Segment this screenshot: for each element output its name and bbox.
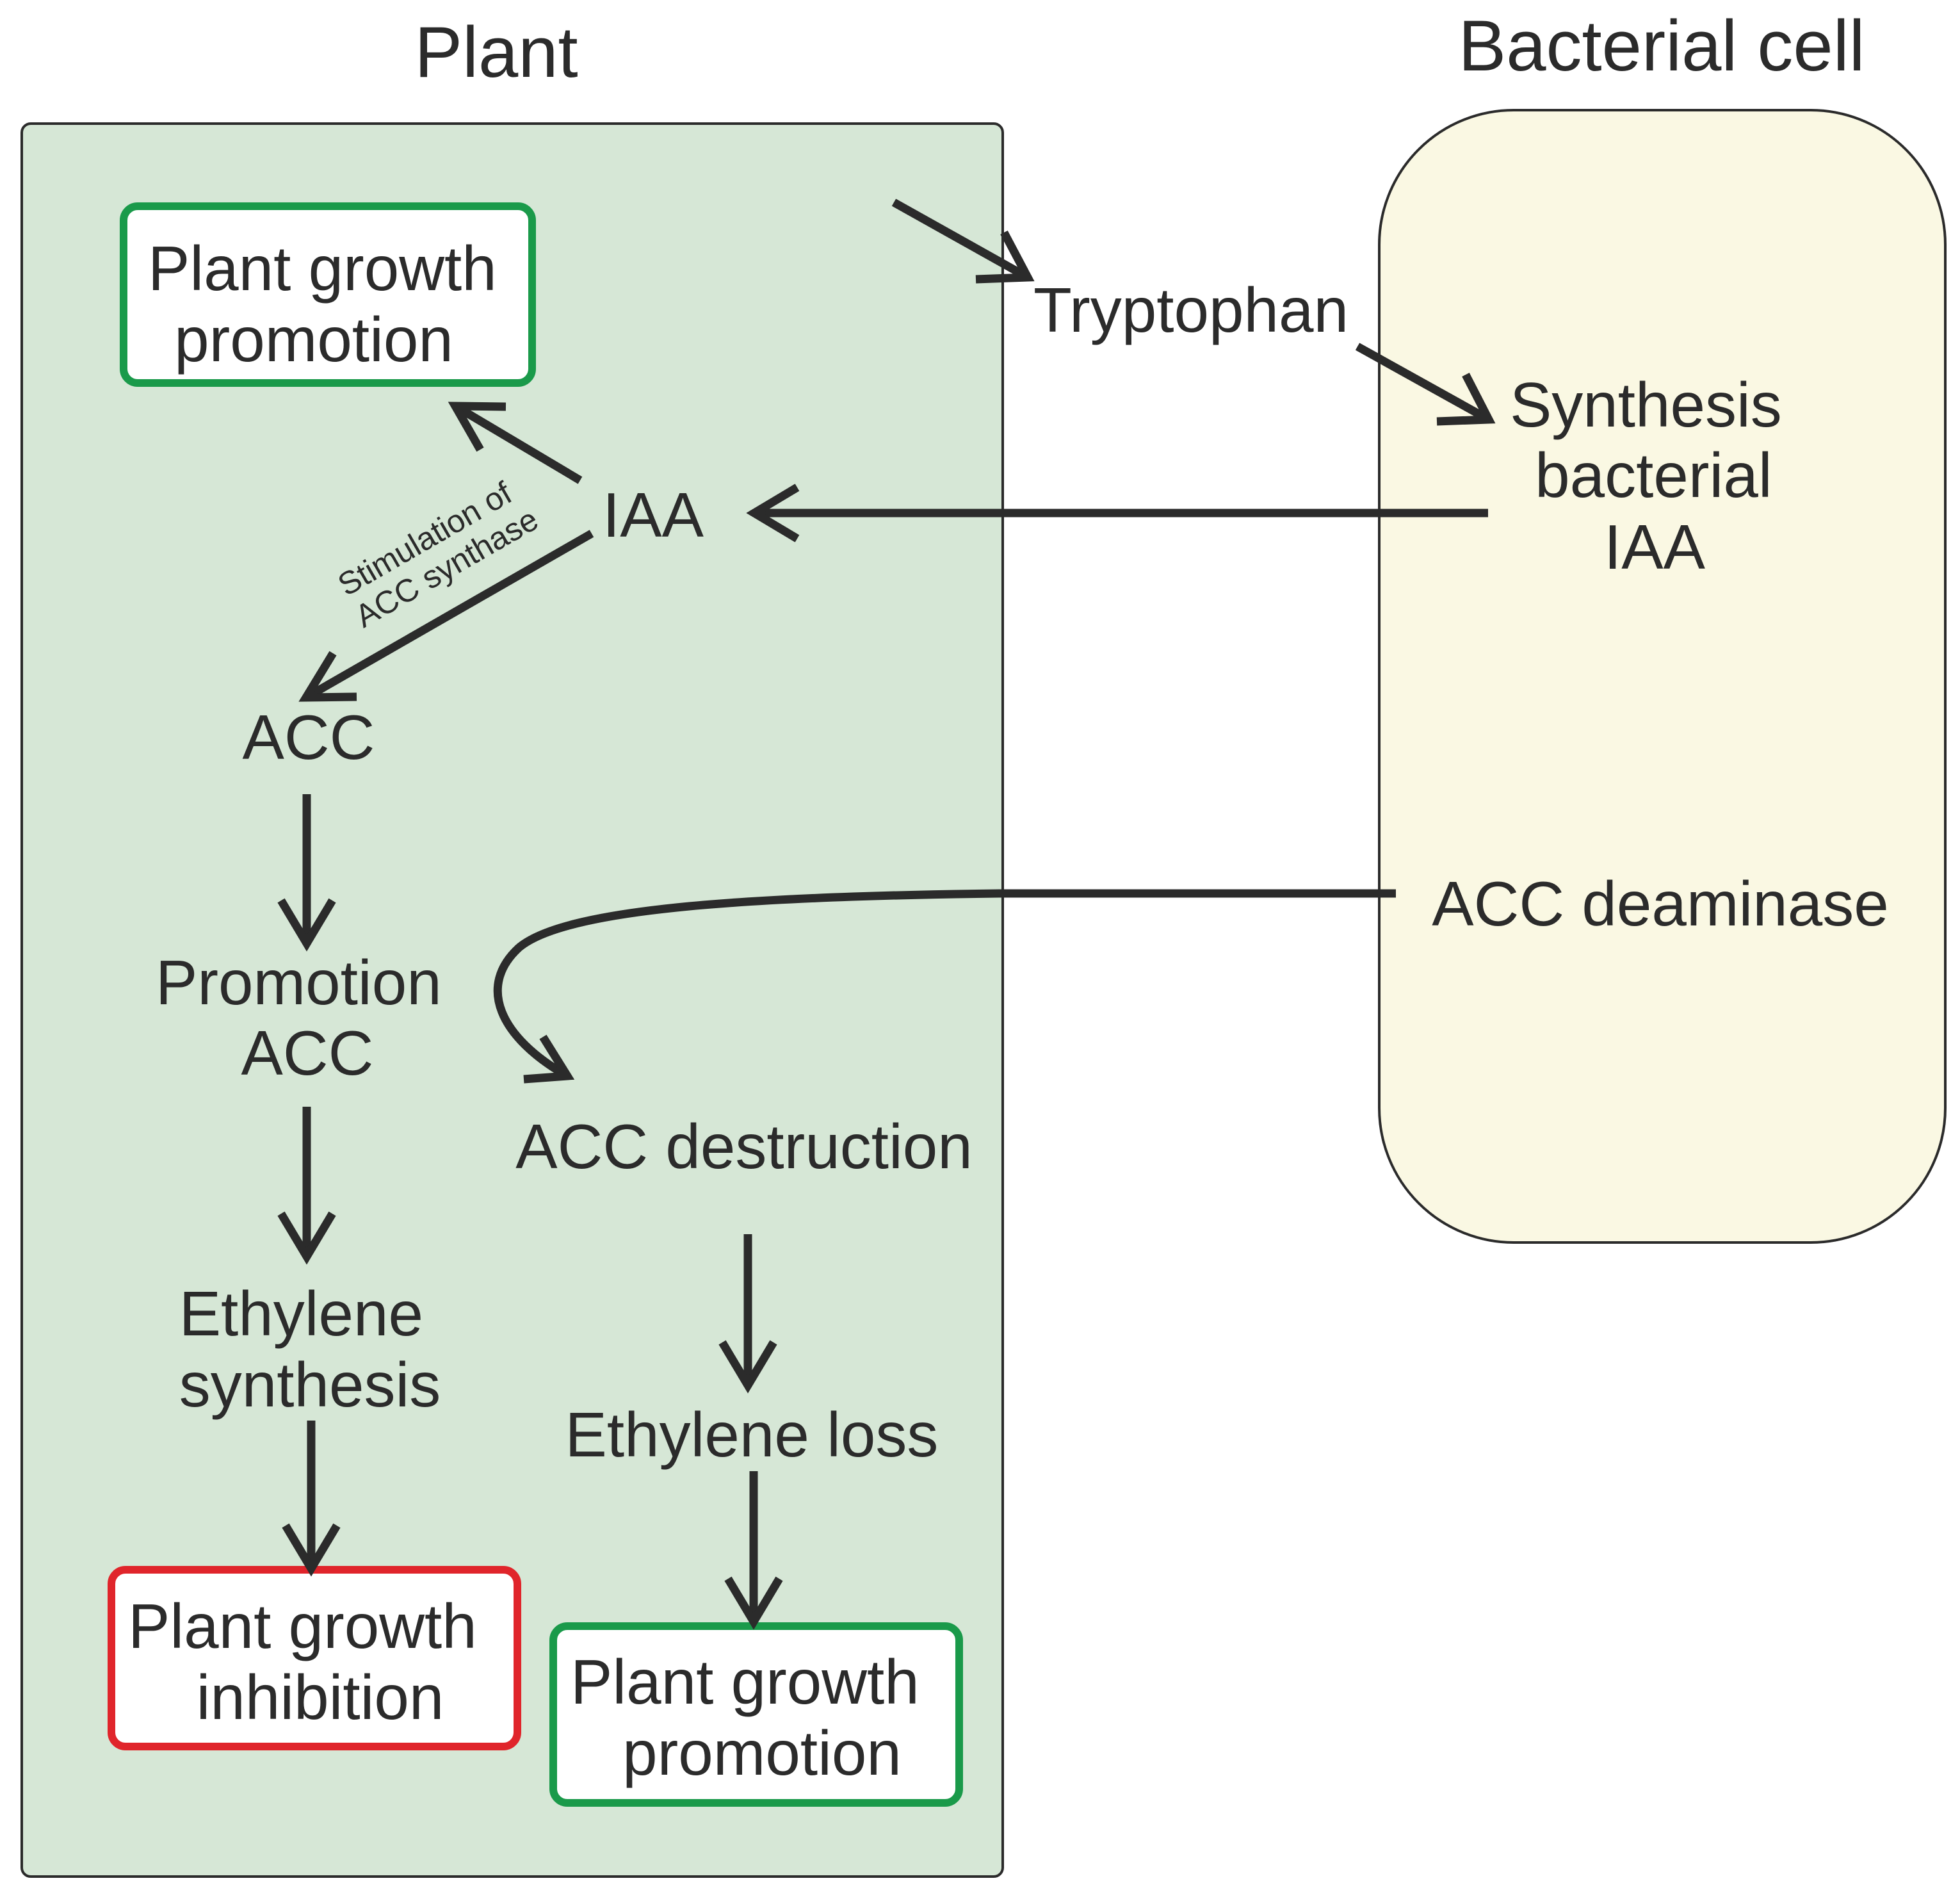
arrow-iaa-to-acc [298,530,594,702]
label-growth-promotion-top: Plant growth promotion [148,233,514,375]
label-promotion-acc: Promotion ACC [156,947,459,1088]
heading-bacterial-cell: Bacterial cell [1459,6,1865,86]
arrow-ethylene-synthesis-to-inhibition [282,1421,341,1577]
plant-compartment [20,122,1004,1878]
label-iaa: IAA [603,480,704,550]
arrow-tryptophan-to-synthesis [1355,343,1496,426]
label-tryptophan: Tryptophan [1033,275,1349,345]
arrow-acc-destruction-to-ethylene-loss [718,1234,777,1394]
label-acc: ACC [243,702,375,772]
label-acc-deaminase: ACC deaminase [1432,868,1889,939]
label-ethylene-synthesis: Ethylene synthesis [179,1278,441,1420]
growth-promotion-top-box [120,202,536,387]
bacterial-cell [1378,109,1947,1244]
arrow-to-tryptophan [891,199,1035,284]
label-growth-promotion-bottom: Plant growth promotion [571,1647,937,1788]
arrow-ethylene-loss-to-growth-promotion [724,1471,783,1630]
arrow-iaa-to-growth-promotion [448,402,583,484]
arrow-acc-to-promotion-acc [277,794,336,952]
heading-plant: Plant [414,12,578,92]
label-ethylene-loss: Ethylene loss [565,1399,939,1470]
label-growth-inhibition: Plant growth inhibition [128,1591,494,1732]
arrow-synthesis-to-iaa [746,484,1488,542]
growth-promotion-bottom-box [549,1622,963,1807]
arrow-acc-deaminase-to-acc-destruction [493,889,1396,1084]
label-acc-destruction: ACC destruction [515,1111,973,1182]
label-synthesis-bacterial-iaa: Synthesis bacterial IAA [1510,370,1799,582]
arrow-promotion-acc-to-ethylene-synthesis [277,1107,336,1265]
